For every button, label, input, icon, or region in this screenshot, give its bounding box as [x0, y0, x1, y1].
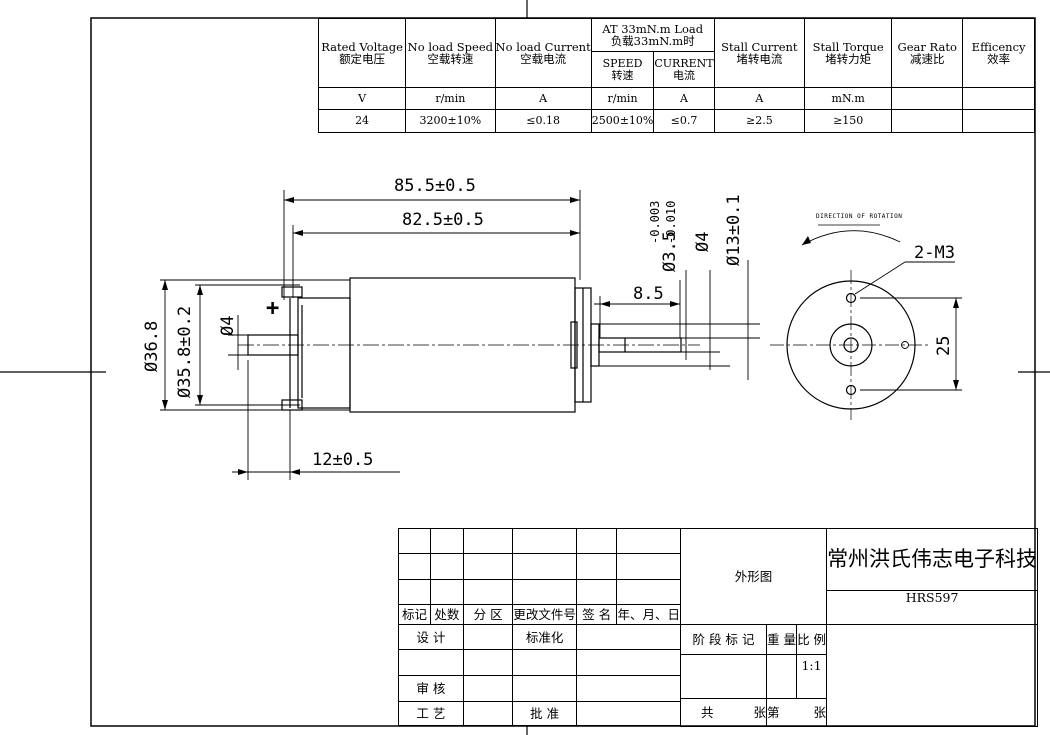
dim-overall-length: 85.5±0.5: [394, 176, 476, 196]
weight-label: 重 量: [766, 624, 798, 655]
scale-value: 1:1: [801, 658, 822, 673]
scale-label: 比 例: [796, 624, 828, 655]
rev-header: 更改文件号: [512, 603, 577, 625]
dim-hole-spacing: 25: [934, 335, 954, 356]
side-dimension-lines: [160, 190, 760, 480]
dim-shaft-tolerance: -0.003: [648, 200, 662, 244]
title-block-right: 外形图 常州洪氏伟志电子科技 阶 段 标 记 重 量 比 例 HRS597 1:…: [679, 528, 1039, 727]
dim-rear-shaft-dia: Ø4: [218, 315, 238, 336]
company-name: 常州洪氏伟志电子科技: [827, 530, 1037, 591]
dim-flange-dia: Ø13±0.1: [724, 194, 744, 266]
title-block-left: 标记 处数 分 区 更改文件号 签 名 年、月、日 设 计 标准化 审 核 工 …: [397, 527, 682, 727]
part-number: HRS597: [826, 590, 1039, 693]
value-cell: 24: [317, 109, 407, 133]
dim-boss-dia: Ø4: [693, 231, 713, 252]
unit-cell: [962, 87, 1035, 110]
values-row: 24 3200±10% ≤0.18 2500±10% ≤0.7 ≥2.5 ≥15…: [317, 109, 1035, 133]
stage-mark-label: 阶 段 标 记: [679, 624, 768, 655]
value-cell: ≤0.7: [653, 109, 715, 133]
scale-cell: 1:1: [796, 654, 828, 699]
unit-cell: A: [653, 87, 715, 110]
dim-body-dia: Ø35.8±0.2: [175, 305, 195, 398]
rev-header: 年、月、日: [616, 603, 681, 625]
rev-header: 标记: [397, 603, 432, 625]
unit-cell: A: [713, 87, 806, 110]
dim-rear-shaft-length: 12±0.5: [312, 450, 374, 470]
process-label: 工 艺: [398, 700, 464, 727]
value-cell: ≥2.5: [713, 109, 806, 133]
value-cell: ≤0.18: [494, 109, 592, 133]
value-cell: 3200±10%: [405, 109, 496, 133]
dim-shaft-length: 8.5: [633, 284, 664, 304]
drawing-name: 外形图: [679, 528, 828, 625]
unit-cell: A: [494, 87, 592, 110]
value-cell: ≥150: [804, 109, 893, 133]
unit-cell: [891, 87, 964, 110]
units-row: V r/min A r/min A A mN.m: [317, 87, 1035, 110]
unit-cell: r/min: [590, 87, 655, 110]
value-cell: [962, 109, 1035, 133]
review-label: 审 核: [398, 675, 464, 702]
unit-cell: V: [317, 87, 407, 110]
dim-shaft-tolerance2: -0.010: [664, 200, 678, 244]
approve-label: 批 准: [512, 700, 577, 727]
design-label: 设 计: [398, 623, 464, 651]
rev-header: 分 区: [462, 603, 514, 625]
motor-side-view: [238, 277, 700, 413]
rev-header: 签 名: [575, 603, 618, 625]
arrowheads: [162, 197, 959, 475]
sheets-total-cell: 共张: [679, 698, 768, 727]
standardization-label: 标准化: [512, 623, 577, 651]
sheet-no-cell: 第张: [766, 698, 828, 727]
value-cell: [891, 109, 964, 133]
polarity-plus: +: [266, 296, 280, 321]
dim-outer-dia: Ø36.8: [142, 320, 162, 372]
unit-cell: r/min: [405, 87, 496, 110]
motor-end-view: [770, 224, 962, 420]
rotation-label: DIRECTION OF ROTATION: [816, 213, 903, 220]
rev-header: 处数: [430, 603, 464, 625]
dim-mount-holes: 2-M3: [914, 243, 955, 263]
value-cell: 2500±10%: [590, 109, 655, 133]
unit-cell: mN.m: [804, 87, 893, 110]
dim-body-length: 82.5±0.5: [402, 210, 484, 230]
